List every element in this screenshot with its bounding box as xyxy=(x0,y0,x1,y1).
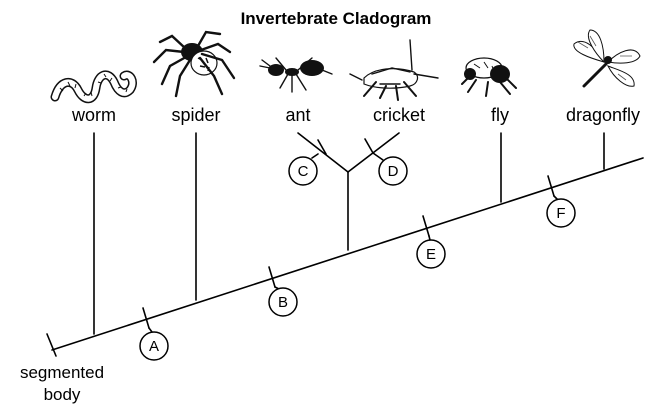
trait-tick-e xyxy=(423,216,429,236)
marker-a: A xyxy=(140,332,168,360)
marker-b: B xyxy=(269,288,297,316)
marker-e-label: E xyxy=(426,246,436,263)
trait-tick-f xyxy=(548,176,554,196)
trait-tick-b xyxy=(269,267,275,287)
trait-tick-d xyxy=(365,139,373,153)
connector-d xyxy=(373,153,383,160)
marker-e: E xyxy=(417,240,445,268)
marker-f-label: F xyxy=(556,205,565,222)
fly-icon xyxy=(462,58,516,96)
taxon-label-cricket: cricket xyxy=(373,105,425,125)
worm-icon xyxy=(55,74,132,99)
taxon-label-dragonfly: dragonfly xyxy=(566,105,640,125)
taxon-label-ant: ant xyxy=(285,105,310,125)
marker-b-label: B xyxy=(278,294,288,311)
cricket-icon xyxy=(350,40,438,100)
root-tick xyxy=(47,334,56,356)
marker-c-label: C xyxy=(298,163,309,180)
marker-c: C xyxy=(289,157,317,185)
root-label-line1: segmented xyxy=(20,363,104,382)
taxon-label-fly: fly xyxy=(491,105,509,125)
taxon-label-worm: worm xyxy=(71,105,116,125)
taxon-label-spider: spider xyxy=(171,105,220,125)
dragonfly-icon xyxy=(574,30,640,86)
diagram-title: Invertebrate Cladogram xyxy=(241,9,432,28)
connector-c xyxy=(312,154,318,158)
marker-a-label: A xyxy=(149,338,159,355)
ant-icon xyxy=(260,58,332,92)
connector-a xyxy=(149,328,152,332)
root-label-line2: body xyxy=(44,385,81,404)
spider-icon xyxy=(154,32,234,96)
marker-d: D xyxy=(379,157,407,185)
marker-d-label: D xyxy=(388,163,399,180)
marker-f: F xyxy=(547,199,575,227)
